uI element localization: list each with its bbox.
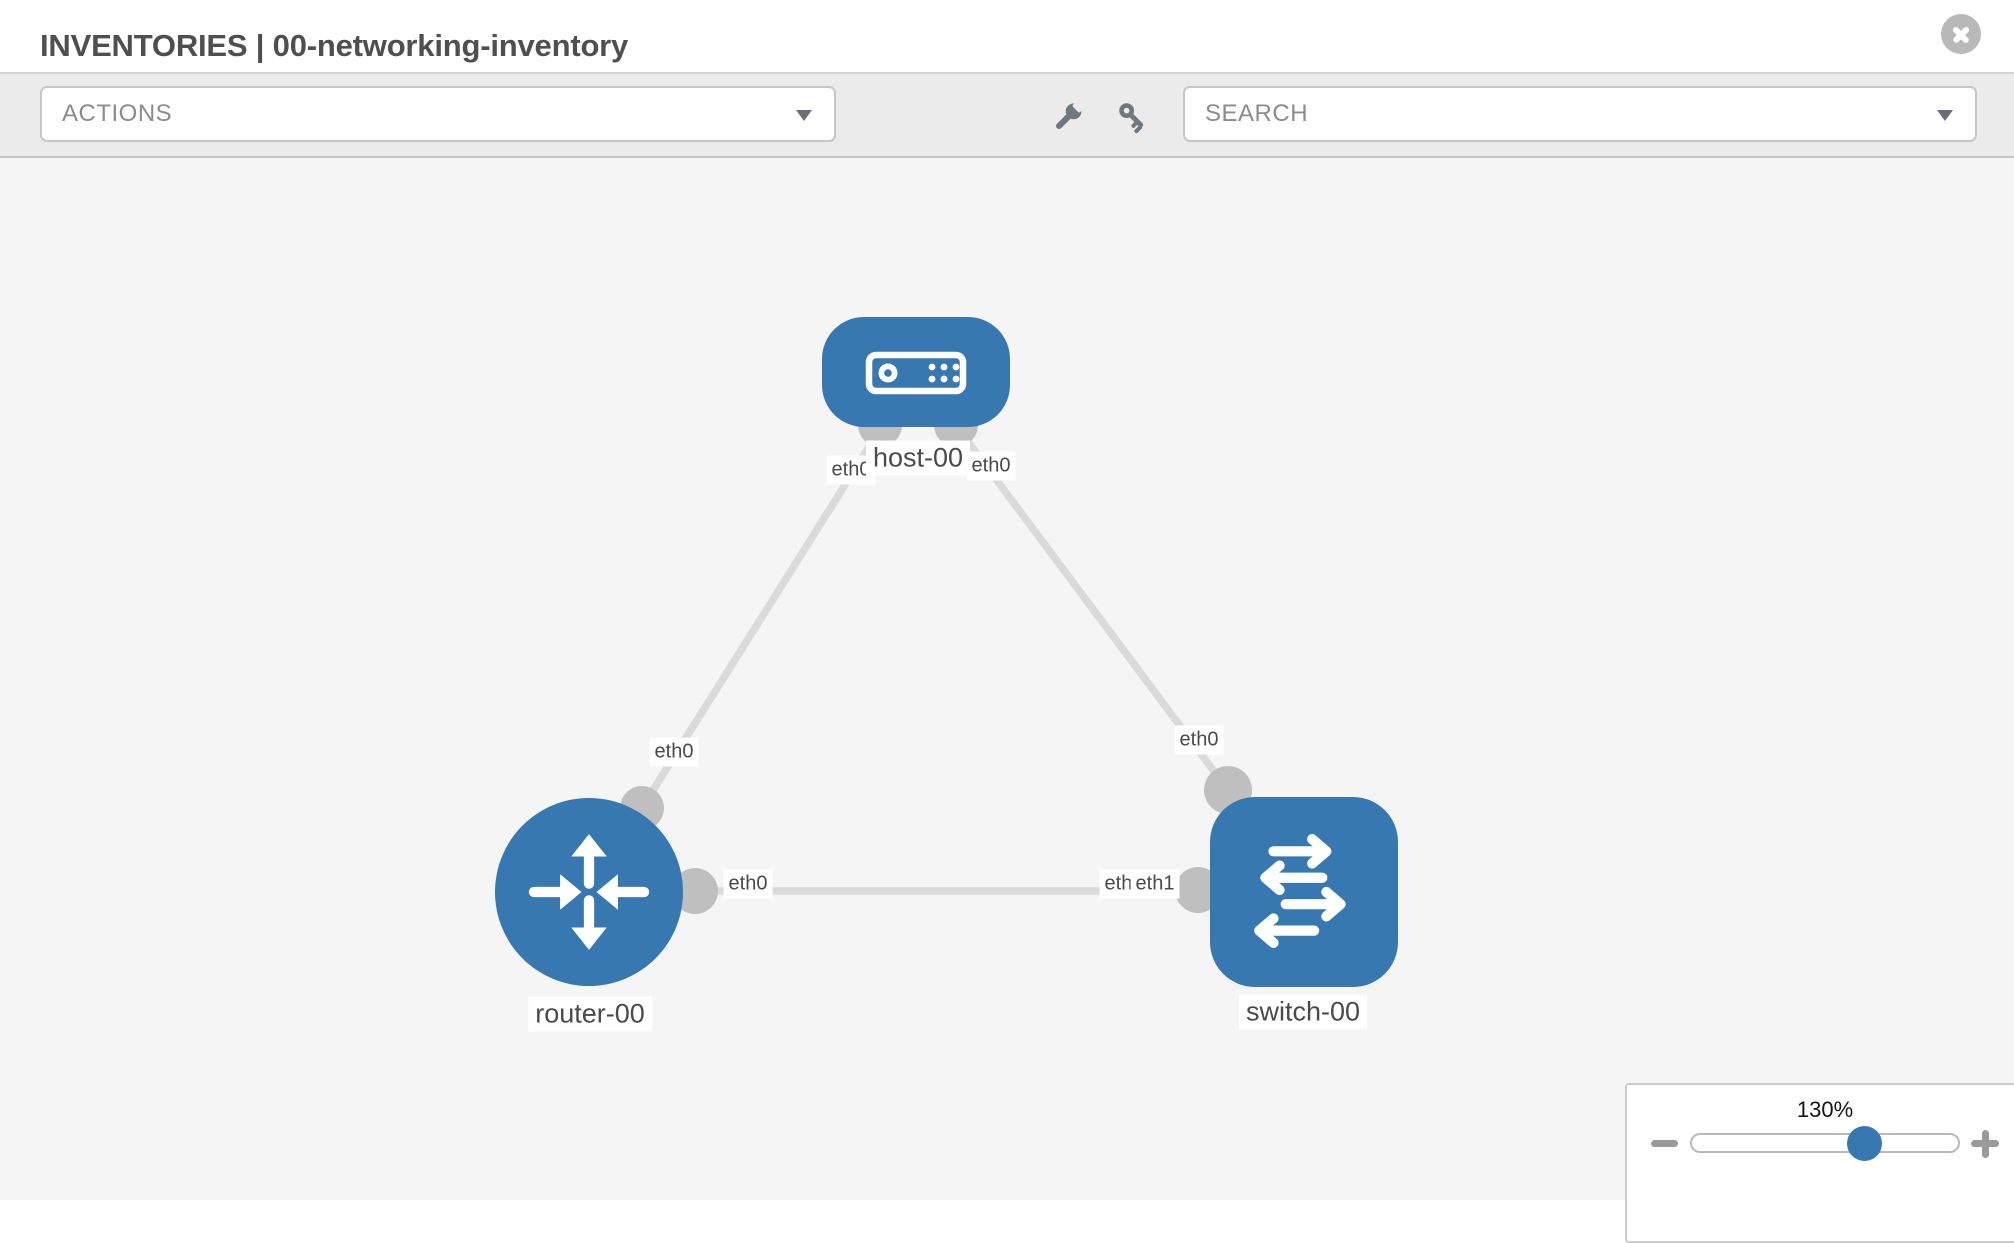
close-button[interactable] xyxy=(1941,14,1981,54)
interface-dot xyxy=(1175,867,1221,913)
search-dropdown-label: SEARCH xyxy=(1205,100,1309,127)
zoom-in-button[interactable] xyxy=(1971,1127,2001,1159)
toggle-tools-button[interactable] xyxy=(1048,97,1088,137)
key-credentials-button[interactable] xyxy=(1113,97,1153,137)
interface-label: eth0 xyxy=(966,451,1016,481)
zoom-slider-track[interactable] xyxy=(1690,1133,1960,1153)
search-dropdown[interactable]: SEARCH xyxy=(1183,86,1977,142)
interface-dot xyxy=(672,868,718,914)
switch-icon xyxy=(1254,834,1346,948)
wrench-icon xyxy=(1055,100,1085,130)
router-icon xyxy=(528,834,650,950)
interface-label: eth0 xyxy=(723,869,773,899)
node-label-router: router-00 xyxy=(528,996,652,1032)
interface-label: eth0 xyxy=(649,737,699,767)
interface-label: eth0 xyxy=(1174,725,1224,755)
interface-label: eth1 xyxy=(1130,869,1180,899)
server-icon xyxy=(865,351,967,395)
toolbar: ACTIONS SEARCH xyxy=(0,74,2014,158)
actions-dropdown-label: ACTIONS xyxy=(62,100,173,127)
chevron-down-icon xyxy=(796,110,812,121)
node-label-host: host-00 xyxy=(865,440,971,476)
topology-canvas xyxy=(0,158,2014,1200)
header-bar: INVENTORIES | 00-networking-inventory xyxy=(0,0,2014,74)
actions-dropdown[interactable]: ACTIONS xyxy=(40,86,836,142)
chevron-down-icon xyxy=(1937,110,1953,121)
topology-links-layer xyxy=(585,369,1308,914)
node-host-00[interactable] xyxy=(822,317,1010,427)
node-label-switch: switch-00 xyxy=(1238,994,1368,1030)
zoom-control-panel: 130% xyxy=(1625,1083,2014,1243)
node-switch-00[interactable] xyxy=(1210,797,1398,987)
zoom-out-button[interactable] xyxy=(1651,1127,1679,1159)
key-icon xyxy=(1119,103,1144,134)
zoom-level-text: 130% xyxy=(1796,1097,1854,1122)
zoom-slider-thumb[interactable] xyxy=(1847,1126,1882,1161)
node-router-00[interactable] xyxy=(495,798,683,986)
page-title: INVENTORIES | 00-networking-inventory xyxy=(40,28,629,63)
